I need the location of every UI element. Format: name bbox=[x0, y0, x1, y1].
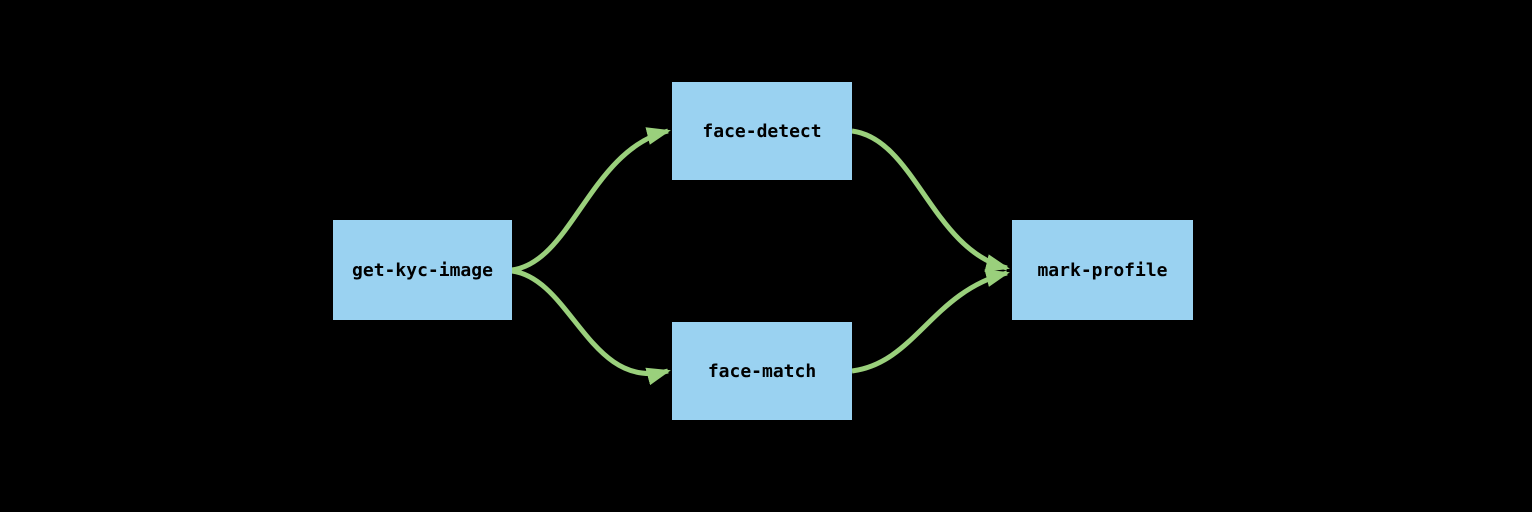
edge-get-kyc-image-to-face-detect bbox=[511, 127, 671, 273]
edge-face-detect-to-mark-profile bbox=[851, 128, 1010, 272]
node-get-kyc-image-label: get-kyc-image bbox=[352, 259, 493, 281]
node-face-match: face-match bbox=[672, 322, 852, 420]
node-get-kyc-image: get-kyc-image bbox=[333, 220, 512, 320]
node-face-detect-label: face-detect bbox=[702, 120, 822, 142]
node-mark-profile-label: mark-profile bbox=[1037, 259, 1168, 281]
node-face-match-label: face-match bbox=[707, 360, 817, 382]
edge-face-match-to-mark-profile bbox=[851, 269, 1010, 374]
node-face-detect: face-detect bbox=[672, 82, 852, 180]
edge-get-kyc-image-to-face-match bbox=[511, 268, 671, 386]
node-mark-profile: mark-profile bbox=[1012, 220, 1193, 320]
